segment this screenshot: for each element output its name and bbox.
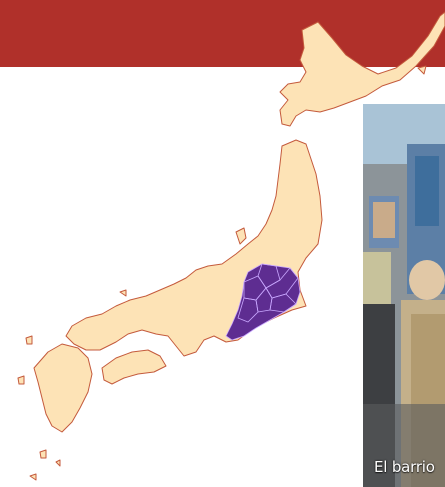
honshu-island — [65, 139, 323, 357]
shikoku-island — [101, 349, 167, 385]
photo-caption: El barrio — [374, 458, 435, 476]
kyushu-island — [33, 343, 93, 433]
island-small — [17, 375, 25, 385]
island-small — [25, 335, 33, 345]
hokkaido-island — [279, 11, 445, 127]
island-small — [417, 65, 427, 75]
header-band — [0, 0, 445, 67]
island-small — [119, 289, 127, 297]
photo-image — [363, 104, 445, 487]
kanto-region — [225, 263, 301, 341]
island-small — [55, 459, 61, 467]
island-small — [29, 473, 37, 481]
island-small — [39, 449, 47, 459]
sado-island — [235, 227, 247, 245]
street-photo: El barrio — [363, 104, 445, 487]
